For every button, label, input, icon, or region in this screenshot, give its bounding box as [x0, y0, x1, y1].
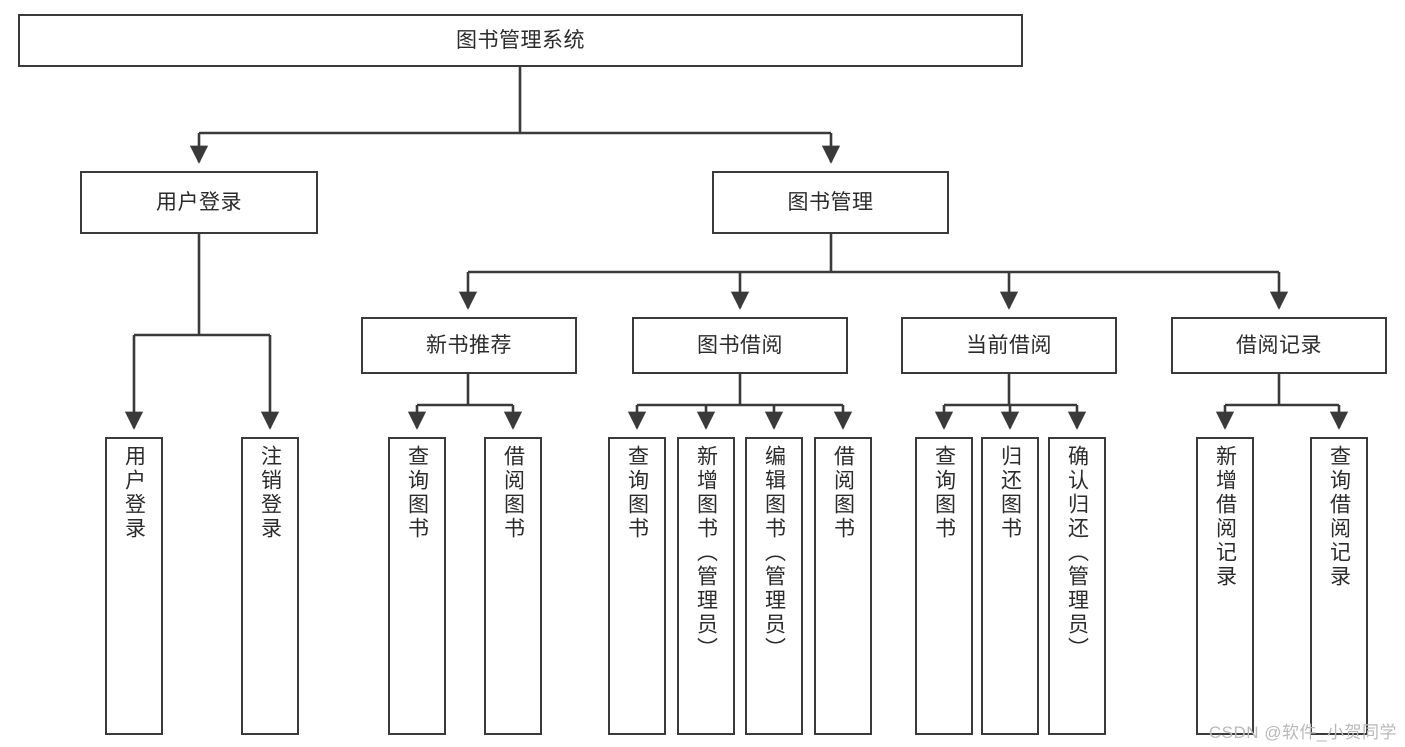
- watermark: CSDN @软件_小贺同学: [1208, 723, 1397, 742]
- node-label: 图书借阅: [697, 333, 783, 357]
- leaf-current-confirm-return-admin[interactable]: 确认归还（管理员）: [1048, 437, 1106, 735]
- node-label: 新增借阅记录: [1213, 445, 1237, 589]
- leaf-borrow-borrow-book[interactable]: 借阅图书: [814, 437, 872, 735]
- node-label: 借阅图书: [501, 445, 525, 541]
- node-label: 查询图书: [625, 445, 649, 541]
- leaf-borrow-add-book-admin[interactable]: 新增图书（管理员）: [677, 437, 735, 735]
- node-label: 注销登录: [258, 445, 282, 541]
- leaf-recommend-query-book[interactable]: 查询图书: [388, 437, 446, 735]
- leaf-recommend-borrow-book[interactable]: 借阅图书: [484, 437, 542, 735]
- node-root-system[interactable]: 图书管理系统: [18, 14, 1023, 67]
- node-label: 查询借阅记录: [1327, 445, 1351, 589]
- node-current-borrow[interactable]: 当前借阅: [901, 317, 1117, 374]
- leaf-record-add-record[interactable]: 新增借阅记录: [1196, 437, 1254, 735]
- node-book-management[interactable]: 图书管理: [712, 171, 949, 234]
- node-label: 编辑图书（管理员）: [762, 445, 786, 661]
- node-label: 当前借阅: [966, 333, 1052, 357]
- leaf-current-query-book[interactable]: 查询图书: [915, 437, 973, 735]
- leaf-borrow-edit-book-admin[interactable]: 编辑图书（管理员）: [745, 437, 803, 735]
- node-label: 用户登录: [156, 190, 242, 214]
- node-user-login[interactable]: 用户登录: [80, 171, 318, 234]
- node-label: 查询图书: [932, 445, 956, 541]
- node-new-book-recommend[interactable]: 新书推荐: [361, 317, 577, 374]
- leaf-current-return-book[interactable]: 归还图书: [981, 437, 1039, 735]
- node-book-borrow[interactable]: 图书借阅: [632, 317, 848, 374]
- node-label: 用户登录: [122, 445, 146, 541]
- node-label: 图书管理系统: [456, 28, 585, 52]
- node-label: 新增图书（管理员）: [694, 445, 718, 661]
- node-label: 查询图书: [405, 445, 429, 541]
- node-label: 新书推荐: [426, 333, 512, 357]
- node-borrow-record[interactable]: 借阅记录: [1171, 317, 1387, 374]
- node-label: 确认归还（管理员）: [1065, 445, 1089, 661]
- node-label: 借阅图书: [831, 445, 855, 541]
- leaf-record-query-record[interactable]: 查询借阅记录: [1310, 437, 1368, 735]
- leaf-borrow-query-book[interactable]: 查询图书: [608, 437, 666, 735]
- node-label: 归还图书: [998, 445, 1022, 541]
- leaf-user-login-logout[interactable]: 注销登录: [241, 437, 299, 735]
- node-label: 借阅记录: [1236, 333, 1322, 357]
- node-label: 图书管理: [787, 190, 874, 214]
- leaf-user-login-login[interactable]: 用户登录: [105, 437, 163, 735]
